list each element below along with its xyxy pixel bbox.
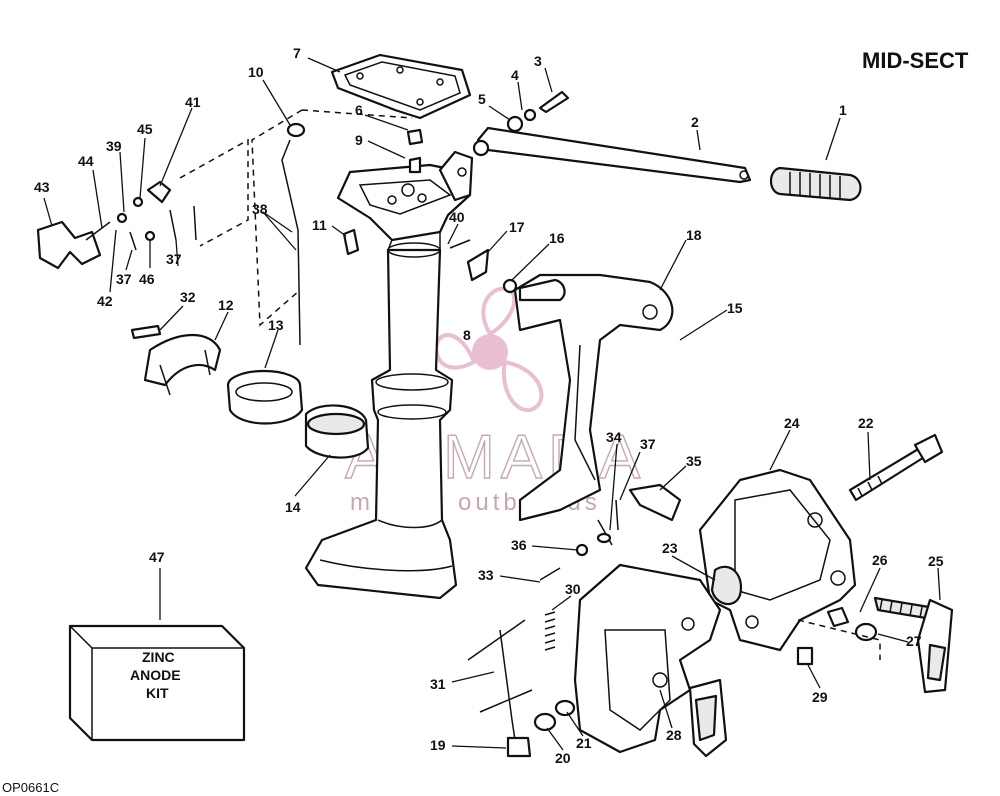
callout-labels: 1 2 3 4 5 6 7 8 9 10 11 12 13 14 15 16 1… bbox=[34, 45, 944, 766]
callout-24: 24 bbox=[784, 415, 800, 431]
callout-16: 16 bbox=[549, 230, 565, 246]
callout-1: 1 bbox=[839, 102, 847, 118]
callout-47: 47 bbox=[149, 549, 165, 565]
through-bolt bbox=[848, 433, 944, 502]
seal-ring bbox=[226, 369, 304, 425]
callout-15: 15 bbox=[727, 300, 743, 316]
callout-2: 2 bbox=[691, 114, 699, 130]
callout-8: 8 bbox=[463, 327, 471, 343]
callout-40: 40 bbox=[449, 209, 465, 225]
callout-33: 33 bbox=[478, 567, 494, 583]
callout-18: 18 bbox=[686, 227, 702, 243]
callout-7: 7 bbox=[293, 45, 301, 61]
callout-11: 11 bbox=[312, 217, 327, 233]
zinc-anode-kit-box: ZINC ANODE KIT bbox=[68, 624, 246, 742]
figure-code: OP0661C bbox=[2, 780, 59, 795]
adapter-plate bbox=[336, 150, 474, 251]
leader-lines bbox=[43, 57, 941, 751]
callout-28: 28 bbox=[666, 727, 682, 743]
callout-20: 20 bbox=[555, 750, 571, 766]
callout-4: 4 bbox=[511, 67, 519, 83]
callout-21: 21 bbox=[576, 735, 592, 751]
callout-22: 22 bbox=[858, 415, 874, 431]
swivel-bracket bbox=[698, 468, 857, 652]
callout-26: 26 bbox=[872, 552, 888, 568]
callout-30: 30 bbox=[565, 581, 581, 597]
callout-27: 27 bbox=[906, 633, 922, 649]
callout-34: 34 bbox=[606, 429, 622, 445]
small-pins bbox=[575, 483, 682, 557]
callout-17: 17 bbox=[509, 219, 525, 235]
rubber-mount-ring bbox=[143, 333, 222, 396]
zinc-box-line1: ZINC bbox=[142, 649, 175, 665]
callout-37-b: 37 bbox=[116, 271, 132, 287]
callout-39: 39 bbox=[106, 138, 122, 154]
shift-rod-assembly bbox=[251, 109, 490, 346]
callout-36: 36 bbox=[511, 537, 527, 553]
callout-38: 38 bbox=[252, 201, 268, 217]
upper-mount-bracket bbox=[502, 273, 674, 522]
callout-13: 13 bbox=[268, 317, 284, 333]
callout-29: 29 bbox=[812, 689, 828, 705]
callout-14: 14 bbox=[285, 499, 301, 515]
callout-23: 23 bbox=[662, 540, 678, 556]
callout-19: 19 bbox=[430, 737, 446, 753]
callout-31: 31 bbox=[430, 676, 446, 692]
callout-10: 10 bbox=[248, 64, 264, 80]
callout-42: 42 bbox=[97, 293, 113, 309]
callout-37-c: 37 bbox=[166, 251, 182, 267]
callout-25: 25 bbox=[928, 553, 944, 569]
tilt-lever bbox=[467, 567, 576, 758]
callout-6: 6 bbox=[355, 102, 363, 118]
callout-32: 32 bbox=[180, 289, 196, 305]
callout-3: 3 bbox=[534, 53, 542, 69]
callout-35: 35 bbox=[686, 453, 702, 469]
callout-37-a: 37 bbox=[640, 436, 656, 452]
throttle-cam-parts bbox=[36, 138, 249, 340]
gasket bbox=[330, 53, 472, 120]
steering-link bbox=[472, 90, 752, 184]
tiller-grip bbox=[769, 166, 862, 202]
callout-12: 12 bbox=[218, 297, 234, 313]
callout-9: 9 bbox=[355, 132, 363, 148]
section-title: MID-SECT bbox=[862, 48, 969, 73]
callout-44: 44 bbox=[78, 153, 94, 169]
bushing bbox=[304, 404, 370, 459]
callout-46: 46 bbox=[139, 271, 155, 287]
zinc-box-line3: KIT bbox=[146, 685, 169, 701]
callout-41: 41 bbox=[185, 94, 201, 110]
callout-45: 45 bbox=[137, 121, 153, 137]
callout-5: 5 bbox=[478, 91, 486, 107]
clamp-screws bbox=[688, 596, 954, 758]
callout-43: 43 bbox=[34, 179, 50, 195]
zinc-box-line2: ANODE bbox=[130, 667, 181, 683]
